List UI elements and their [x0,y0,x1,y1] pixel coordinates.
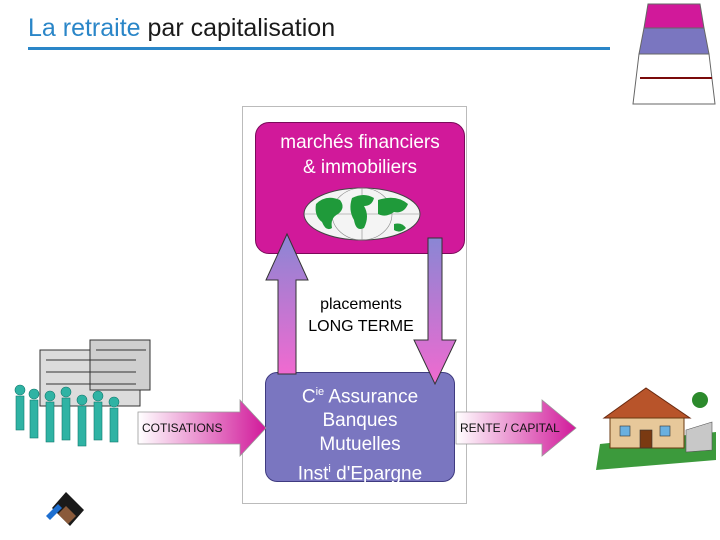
insurer-line-1-sup: ie [315,386,325,398]
title-rest: par capitalisation [140,14,336,42]
insurer-line-4-base: Inst [297,463,329,485]
insurer-line-2: Banques [322,410,398,432]
insurer-line-3: Mutuelles [319,434,401,456]
title-underline [28,47,610,50]
placements-line-2: LONG TERME [308,318,414,335]
markets-label: marchés financiers & immobiliers [255,130,465,180]
placements-line-1: placements [320,296,402,313]
insurer-line-1-base: C [301,386,316,408]
insurer-label: Cie Assurance Banques Mutuelles Insti d'… [265,380,455,487]
insurer-line-1-rest: Assurance [324,386,419,408]
page-title: La retraite par capitalisation [28,14,335,43]
markets-line-2: & immobiliers [302,157,418,178]
insurer-line-4: Insti d'Epargne [265,457,455,486]
title-accent: La retraite [28,14,141,42]
insurer-line-4-rest: d'Epargne [330,463,423,485]
placements-label: placements LONG TERME [286,294,436,338]
markets-line-1: marchés financiers [280,132,440,153]
insurer-line-4-sup: i [328,463,331,476]
insurer-line-1: Cie Assurance [265,380,455,409]
cotisations-label: COTISATIONS [142,421,223,435]
rente-capital-label: RENTE / CAPITAL [460,421,560,435]
insurer-box [265,372,455,482]
